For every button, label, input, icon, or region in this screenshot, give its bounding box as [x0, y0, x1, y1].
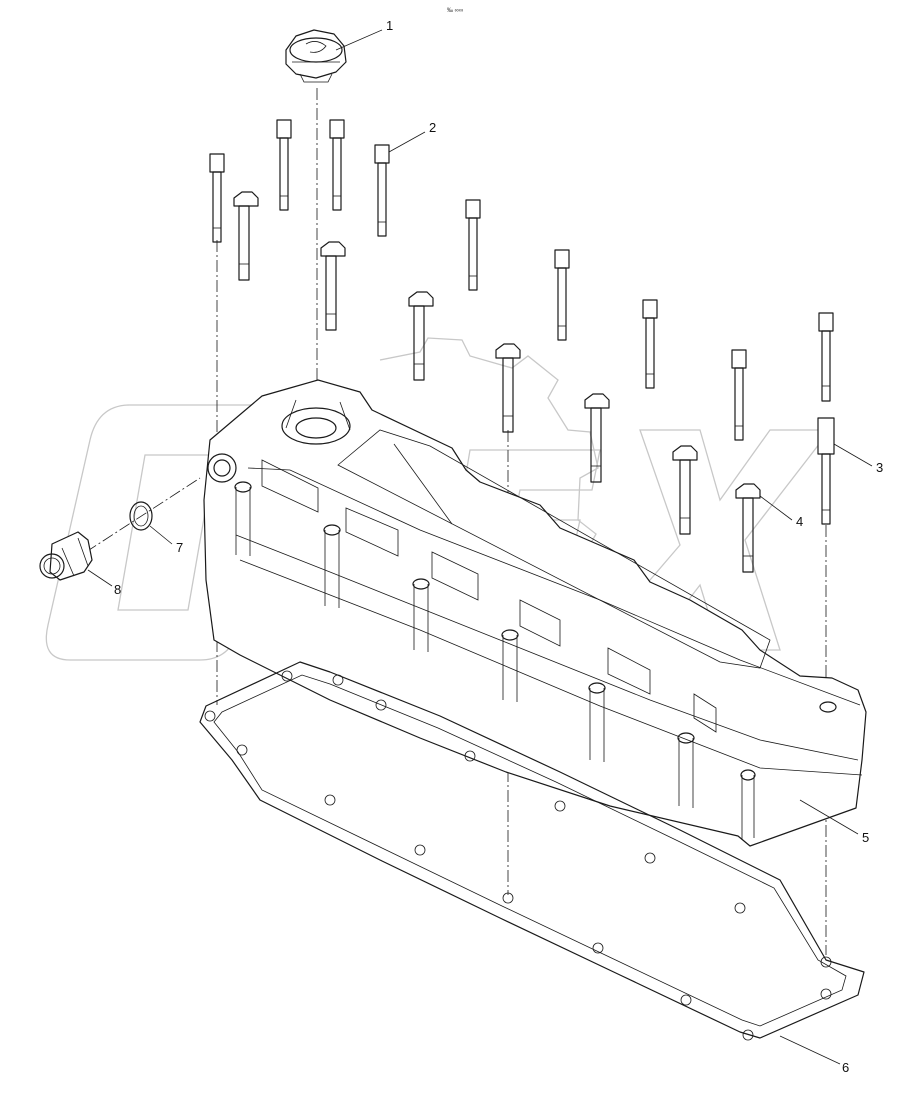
gasket-outer	[199, 661, 865, 1039]
flange-bolt	[233, 191, 259, 281]
bolt	[731, 349, 747, 441]
flange-bolt	[584, 393, 610, 483]
oil-filler-cap	[285, 29, 347, 83]
bolt	[374, 144, 390, 237]
bolt	[329, 119, 345, 211]
sealing-ring	[129, 501, 153, 531]
callout-3: 3	[876, 460, 883, 475]
valve-cover-body	[203, 379, 867, 847]
cover-bolt-bosses	[234, 481, 837, 840]
bolt	[465, 199, 481, 291]
valve-cover-gasket	[199, 661, 865, 1041]
bolt	[209, 153, 225, 243]
stud-with-spacer	[817, 417, 835, 525]
oil-filler-boss	[281, 407, 351, 445]
callout-7: 7	[176, 540, 183, 555]
bolt	[642, 299, 658, 389]
callout-1: 1	[386, 18, 393, 33]
connector-fitting	[39, 531, 93, 581]
valve-cover-recessed-panel	[337, 429, 771, 669]
callout-4: 4	[796, 514, 803, 529]
leader-lines	[87, 29, 873, 1065]
left-end-port	[207, 453, 237, 483]
flange-bolt	[495, 343, 521, 433]
bolt	[554, 249, 570, 341]
callout-2: 2	[429, 120, 436, 135]
valve-cover-flange-line	[235, 534, 859, 761]
bolt	[818, 312, 834, 402]
callout-8: 8	[114, 582, 121, 597]
flange-bolt	[672, 445, 698, 535]
cover-bolts	[209, 119, 835, 573]
flange-bolt	[735, 483, 761, 573]
valve-cover	[203, 379, 867, 847]
valve-cover-lower-rim	[239, 559, 863, 776]
gasket-inner	[213, 674, 847, 1027]
flange-bolt	[408, 291, 434, 381]
gasket-bolt-holes	[204, 670, 832, 1041]
callout-5: 5	[862, 830, 869, 845]
callouts: 1 2 3 4 5 6 7 8	[114, 18, 883, 1075]
header-mark: ‰ ∞∞	[447, 8, 463, 14]
flange-bolt	[320, 241, 346, 331]
bolt	[276, 119, 292, 211]
callout-6: 6	[842, 1060, 849, 1075]
